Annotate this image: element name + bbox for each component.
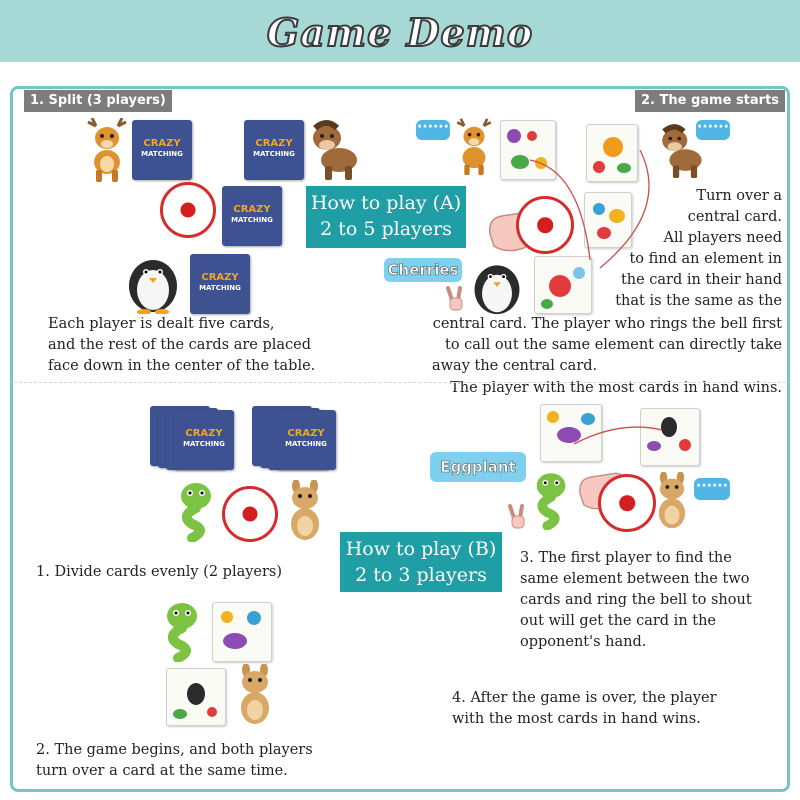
match-link-lines bbox=[529, 150, 650, 269]
kangaroo-icon bbox=[658, 472, 686, 529]
kangaroo-icon bbox=[291, 480, 319, 540]
face-card bbox=[640, 408, 700, 466]
bubble-cherries: Cherries bbox=[384, 258, 462, 282]
peace-hand-icon bbox=[508, 504, 525, 529]
tag-game-starts: 2. The game starts bbox=[635, 90, 786, 112]
bell-icon bbox=[222, 486, 278, 542]
page-title: Game Demo bbox=[266, 9, 534, 56]
win-text-a: The player with the most cards in hand w… bbox=[450, 380, 782, 396]
play-b-title: How to play (B) bbox=[345, 538, 497, 560]
play-a-players: 2 to 5 players bbox=[320, 218, 452, 240]
turn-over-text: Turn over a central card. All players ne… bbox=[615, 188, 782, 309]
kangaroo-icon bbox=[241, 664, 269, 724]
horse-icon bbox=[662, 124, 702, 178]
bell-icon bbox=[598, 474, 656, 532]
bubble-eggplant: Eggplant bbox=[430, 452, 526, 482]
speech-bubble-icon: ······ bbox=[694, 478, 730, 500]
snake-icon bbox=[536, 473, 566, 530]
face-card-center bbox=[534, 256, 592, 314]
face-card bbox=[584, 192, 632, 248]
face-card bbox=[166, 668, 226, 726]
face-card bbox=[586, 124, 638, 182]
penguin-icon bbox=[474, 265, 520, 315]
snake-icon bbox=[181, 483, 211, 542]
play-a-title: How to play (A) bbox=[310, 192, 462, 214]
speech-bubble-icon: ······ bbox=[416, 120, 450, 140]
play-b-players: 2 to 3 players bbox=[355, 564, 487, 586]
speech-bubble-icon: ······ bbox=[696, 120, 730, 140]
step3-text: 3. The first player to find the same ele… bbox=[520, 550, 752, 650]
peace-hand-icon bbox=[446, 286, 463, 311]
match-link-line bbox=[573, 426, 663, 445]
bell-icon bbox=[516, 196, 574, 254]
face-card bbox=[212, 602, 272, 662]
step1-text: 1. Divide cards evenly (2 players) bbox=[36, 564, 283, 580]
deal-text: Each player is dealt five cards, and the… bbox=[48, 316, 316, 374]
how-to-play-a-box: How to play (A) 2 to 5 players bbox=[306, 186, 466, 248]
step2-text: 2. The game begins, and both players tur… bbox=[36, 742, 313, 779]
bell-icon bbox=[160, 182, 216, 238]
penguin-icon bbox=[129, 260, 177, 314]
header-banner bbox=[0, 0, 800, 62]
deer-icon bbox=[87, 118, 127, 182]
bell-rule-text: central card. The player who rings the b… bbox=[432, 316, 782, 374]
section-divider bbox=[14, 382, 786, 383]
deer-icon bbox=[456, 118, 492, 176]
how-to-play-b-box: How to play (B) 2 to 3 players bbox=[340, 532, 502, 592]
face-card bbox=[500, 120, 556, 180]
horse-icon bbox=[313, 120, 357, 180]
step4-text: 4. After the game is over, the player wi… bbox=[452, 690, 717, 727]
snake-icon bbox=[167, 603, 197, 662]
tag-split: 1. Split (3 players) bbox=[24, 90, 172, 112]
content-frame bbox=[10, 86, 790, 792]
